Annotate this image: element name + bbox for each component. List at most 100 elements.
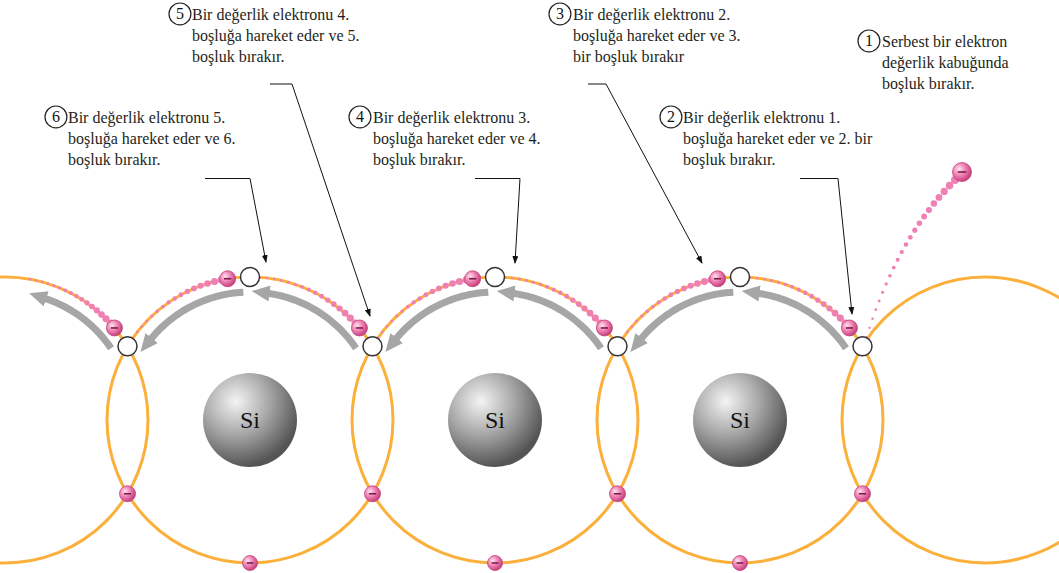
- trail-dot: [701, 278, 708, 285]
- trail-dot: [809, 294, 814, 299]
- trail-dot: [892, 266, 896, 270]
- callout-number-text: 6: [52, 109, 60, 125]
- bond-orbit: [107, 277, 393, 563]
- trail-dot: [868, 327, 870, 329]
- callout-number-text: 5: [176, 6, 184, 22]
- number-circle-outline: [549, 3, 571, 25]
- trail-dot: [640, 314, 643, 317]
- holes: [118, 268, 872, 356]
- trail-dot: [936, 194, 943, 201]
- trail-dot: [908, 235, 913, 240]
- minus-sign: [492, 562, 499, 564]
- hole: [608, 337, 627, 356]
- trail-dot: [47, 282, 50, 285]
- electron-ball: [351, 320, 367, 336]
- number-circle-outline: [858, 30, 880, 52]
- trail-dot: [896, 258, 900, 262]
- minus-sign: [111, 327, 118, 329]
- trail-dot: [79, 297, 84, 302]
- minus-sign: [737, 562, 744, 564]
- minus-sign: [846, 327, 853, 329]
- electron-ball: [733, 556, 748, 571]
- callout-number: 2: [659, 105, 683, 129]
- trail-dot: [336, 305, 342, 311]
- callout-number-text: 1: [865, 33, 873, 49]
- trail-dot: [156, 309, 159, 312]
- atom-sphere-outline: [448, 373, 542, 467]
- electron: [953, 163, 972, 182]
- trail-dot: [790, 285, 794, 289]
- bond-orbit: [0, 277, 148, 563]
- trail-dot: [917, 221, 922, 226]
- trail-dot: [58, 286, 61, 289]
- trail-dot: [626, 331, 628, 333]
- callout-number-text: 2: [667, 109, 675, 125]
- trail-dot: [198, 283, 204, 289]
- trail-dot: [511, 277, 513, 279]
- trail-dot: [89, 304, 95, 310]
- bond-orbit: [352, 277, 638, 563]
- trail-dot: [631, 325, 634, 328]
- callout-text: Bir değerlik elektronu 3. boşluğa hareke…: [373, 107, 563, 170]
- trail-dot: [307, 288, 311, 292]
- hole-motion-arrow: [511, 293, 601, 348]
- trail-dot: [888, 274, 891, 277]
- trail-dot: [756, 277, 758, 279]
- trail-dot: [167, 300, 171, 304]
- callout-number: 4: [348, 105, 372, 129]
- electron-ball: [365, 486, 381, 502]
- minus-sign: [714, 278, 721, 280]
- trail-dot: [826, 305, 832, 311]
- electron: [610, 486, 626, 502]
- callout-text: Bir değerlik elektronu 2. boşluğa hareke…: [573, 4, 749, 67]
- trail-dot: [921, 214, 927, 220]
- trail-dot: [587, 310, 594, 317]
- electron: [120, 486, 136, 502]
- trail-dot: [681, 286, 687, 292]
- trail-dot: [266, 277, 268, 279]
- trail-dot: [436, 286, 442, 292]
- trail-dot: [386, 325, 389, 328]
- trail-dot: [449, 280, 456, 287]
- number-circle-outline: [169, 3, 191, 25]
- trail-dot: [280, 279, 283, 282]
- trail-dot: [635, 320, 638, 323]
- electron-ball: [243, 556, 258, 571]
- electron-ball: [220, 271, 236, 287]
- callout-number: 5: [168, 2, 192, 26]
- minus-sign: [601, 327, 608, 329]
- electron-ball: [841, 320, 857, 336]
- callout-number: 6: [44, 105, 68, 129]
- silicon-atom: Si: [692, 372, 788, 468]
- hole: [363, 337, 382, 356]
- trail-dot: [784, 283, 787, 286]
- minus-sign: [859, 493, 866, 495]
- trail-dot: [52, 284, 55, 287]
- trail-dot: [294, 283, 297, 286]
- hole-motion-arrow: [266, 293, 356, 348]
- leader-line: [475, 179, 520, 264]
- electron-ball: [610, 486, 626, 502]
- trail-dot: [172, 296, 176, 300]
- electron-ball: [596, 320, 612, 336]
- trail-dot: [525, 279, 528, 282]
- electron-trails: [29, 176, 959, 339]
- electron: [365, 486, 381, 502]
- bond-orbit: [597, 277, 883, 563]
- trail-dot: [211, 278, 218, 285]
- trail-dot: [539, 283, 542, 286]
- trail-dot: [694, 280, 701, 287]
- trail-dot: [763, 278, 766, 281]
- trail-dot: [331, 301, 337, 307]
- trail-dot: [41, 281, 44, 284]
- trail-dot: [832, 310, 839, 317]
- callout-number: 1: [857, 29, 881, 53]
- trail-dot: [878, 299, 881, 302]
- trail-dot: [912, 228, 917, 233]
- electron: [855, 486, 871, 502]
- trail-dot: [273, 278, 276, 281]
- callout-number-text: 3: [556, 6, 564, 22]
- trail-dot: [651, 305, 655, 309]
- trail-dot: [688, 283, 694, 289]
